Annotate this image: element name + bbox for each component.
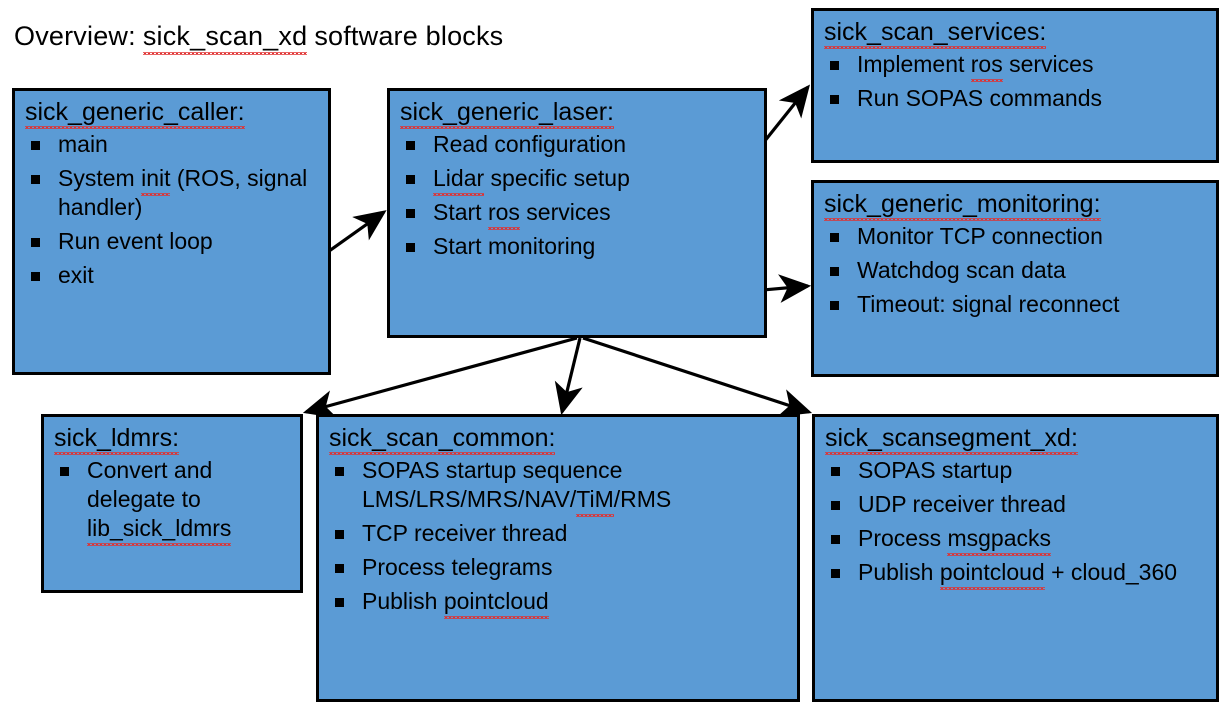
spellcheck-underline: pointcloud — [939, 559, 1045, 590]
bullet-item: SOPAS startup — [825, 456, 1208, 485]
block-title: sick_scansegment_xd: — [825, 423, 1208, 455]
bullet-item: Start monitoring — [400, 232, 756, 261]
bullet-item: Read configuration — [400, 130, 756, 159]
spellcheck-underline: sick_scan_services: — [824, 18, 1047, 49]
bullet-item: Run event loop — [25, 227, 320, 256]
bullet-item: Publish pointcloud — [329, 587, 789, 619]
arrow-laser-to-scan-common — [554, 337, 583, 416]
arrow-laser-to-scansegment-xd — [582, 336, 813, 417]
block-sick-generic-monitoring[interactable]: sick_generic_monitoring: Monitor TCP con… — [811, 180, 1219, 377]
block-title: sick_scan_common: — [329, 423, 789, 455]
spellcheck-underline: init — [141, 165, 171, 196]
spellcheck-underline: pointcloud — [443, 588, 549, 619]
block-title: sick_generic_monitoring: — [824, 189, 1208, 221]
block-bullet-list: SOPAS startup sequence LMS/LRS/MRS/NAV/T… — [329, 456, 789, 619]
spellcheck-underline: sick_generic_laser: — [400, 98, 614, 129]
spellcheck-underline: ros — [970, 51, 1003, 82]
block-title: sick_scan_services: — [824, 17, 1208, 49]
block-title: sick_generic_laser: — [400, 97, 756, 129]
block-title: sick_ldmrs: — [54, 423, 292, 455]
bullet-item: Run SOPAS commands — [824, 84, 1208, 113]
bullet-item: exit — [25, 261, 320, 290]
spellcheck-underline: sick_ldmrs: — [54, 424, 180, 455]
spellcheck-underline: msgpacks — [947, 525, 1052, 556]
bullet-item: Process msgpacks — [825, 524, 1208, 556]
spellcheck-underline: lib_sick_ldmrs — [87, 515, 232, 546]
bullet-item: main — [25, 130, 320, 159]
bullet-item: Timeout: signal reconnect — [824, 290, 1208, 319]
spellcheck-underline: sick_scan_common: — [329, 424, 556, 455]
bullet-item: Implement ros services — [824, 50, 1208, 82]
bullet-item: Publish pointcloud + cloud_360 — [825, 558, 1208, 590]
block-title: sick_generic_caller: — [25, 97, 320, 129]
bullet-item: Watchdog scan data — [824, 256, 1208, 285]
spellcheck-underline: sick_scansegment_xd: — [825, 424, 1078, 455]
bullet-item: Monitor TCP connection — [824, 222, 1208, 251]
block-sick-ldmrs[interactable]: sick_ldmrs: Convert and delegate to lib_… — [41, 414, 303, 593]
spellcheck-underline: sick_generic_caller: — [25, 98, 245, 129]
spellcheck-underline: sick_generic_monitoring: — [824, 190, 1101, 221]
title-highlight: sick_scan_xd — [142, 21, 308, 55]
block-sick-scan-common[interactable]: sick_scan_common: SOPAS startup sequence… — [316, 414, 800, 702]
bullet-item: Process telegrams — [329, 553, 789, 582]
bullet-item: System init (ROS, signal handler) — [25, 164, 320, 222]
arrow-laser-to-ldmrs — [302, 336, 578, 419]
spellcheck-underline: Lidar — [433, 165, 485, 196]
title-suffix: software blocks — [314, 21, 504, 51]
bullet-item: UDP receiver thread — [825, 490, 1208, 519]
block-bullet-list: Convert and delegate to lib_sick_ldmrs — [54, 456, 292, 546]
spellcheck-underline: ros — [487, 199, 520, 230]
bullet-item: TCP receiver thread — [329, 519, 789, 548]
bullet-item: Convert and delegate to lib_sick_ldmrs — [54, 456, 292, 546]
title-prefix: Overview: — [14, 21, 136, 51]
spellcheck-underline: TiM — [576, 486, 615, 517]
block-sick-scan-services[interactable]: sick_scan_services: Implement ros servic… — [811, 8, 1219, 163]
bullet-item: Start ros services — [400, 198, 756, 230]
bullet-item: Lidar specific setup — [400, 164, 756, 196]
bullet-item: SOPAS startup sequence LMS/LRS/MRS/NAV/T… — [329, 456, 789, 517]
